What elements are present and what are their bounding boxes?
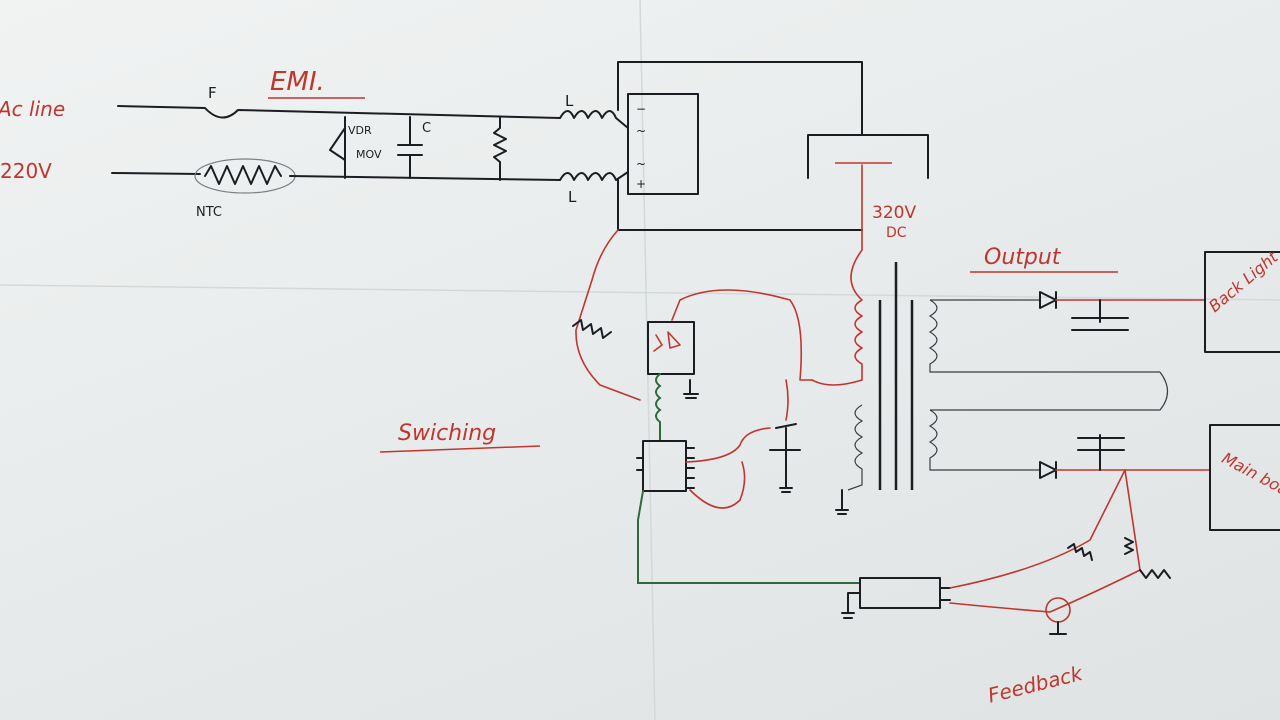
fuse-label: F <box>208 84 217 102</box>
feedback-resistor-lead <box>949 469 1126 589</box>
switching-underline <box>379 445 541 453</box>
choke-bottom-label: L <box>568 188 577 206</box>
choke-top <box>559 110 629 129</box>
backlight-load-box <box>1204 251 1280 353</box>
secondary-center-tap <box>930 371 1169 411</box>
voltage-in-label: 220V <box>0 159 52 183</box>
ac-neutral-conductor <box>111 172 201 175</box>
output-diode-bottom <box>1039 461 1057 479</box>
vdr-symbol <box>329 127 346 161</box>
optocoupler-pins <box>841 587 951 619</box>
switching-label: Swiching <box>398 421 496 446</box>
feedback-resistor <box>1067 543 1093 561</box>
bridge-pin-minus: − <box>636 102 646 116</box>
cap-label: C <box>422 121 431 136</box>
pwm-ic-pins <box>636 447 695 489</box>
mainboard-label: Main board <box>1219 448 1280 507</box>
feedback-line <box>637 490 861 584</box>
pwm-ic <box>642 440 687 492</box>
choke-bottom <box>559 171 629 181</box>
snubber-ground <box>683 379 699 399</box>
output-cap-bottom <box>1077 434 1125 471</box>
x-capacitor <box>397 116 423 179</box>
secondary-winding-top <box>928 299 1160 373</box>
divider-resistor-low <box>1139 569 1171 579</box>
snubber-lead <box>671 289 813 381</box>
mainboard-load-box <box>1209 424 1280 531</box>
choke-top-label: L <box>565 92 574 110</box>
aux-winding <box>847 404 864 491</box>
bridge-rectifier <box>627 93 699 195</box>
paper-fold <box>0 284 1280 301</box>
vdr-label: VDR <box>348 124 372 137</box>
mov-label: MOV <box>356 148 382 161</box>
dc-voltage-label: 320V <box>872 203 916 223</box>
drain-lead <box>785 379 789 421</box>
feedback-coil <box>655 373 662 441</box>
startup-resistor <box>572 319 612 339</box>
snubber-block <box>647 321 695 375</box>
snubber-diode <box>653 331 681 352</box>
backlight-label: Back Light <box>1205 247 1280 316</box>
ntc-resistor <box>204 165 282 185</box>
secondary-winding-bottom <box>928 409 1040 471</box>
gate-drive-lead <box>685 427 771 509</box>
dc-unit-label: DC <box>886 225 907 241</box>
bridge-pin-plus: + <box>636 177 646 191</box>
feedback-label: Feedback <box>985 661 1086 708</box>
tl431-ground <box>1049 621 1067 635</box>
bleeder-resistor <box>493 116 507 181</box>
ac-line-conductor <box>117 105 561 119</box>
ac-line-label: Ac line <box>0 97 65 121</box>
output-cap-top <box>1071 299 1129 331</box>
switching-transistor <box>769 423 801 493</box>
tl431-regulator <box>1045 597 1071 623</box>
ntc-label: NTC <box>196 205 222 220</box>
output-diode-top <box>1039 291 1057 309</box>
dc-negative-rail <box>617 61 863 136</box>
dc-positive-rail <box>617 179 863 231</box>
ac-neutral-conductor-2 <box>289 175 561 181</box>
bulk-capacitor-plate <box>807 134 929 179</box>
divider-resistor <box>1124 537 1134 555</box>
bridge-pin-ac1: ~ <box>636 124 646 138</box>
output-label: Output <box>984 245 1062 270</box>
emi-label: EMI. <box>270 67 325 97</box>
tl431-lead <box>949 469 1141 613</box>
startup-resistor-lead <box>575 229 641 401</box>
optocoupler <box>859 577 941 609</box>
primary-winding <box>811 229 863 386</box>
bridge-pin-ac2: ~ <box>636 157 646 171</box>
aux-ground <box>835 489 849 515</box>
